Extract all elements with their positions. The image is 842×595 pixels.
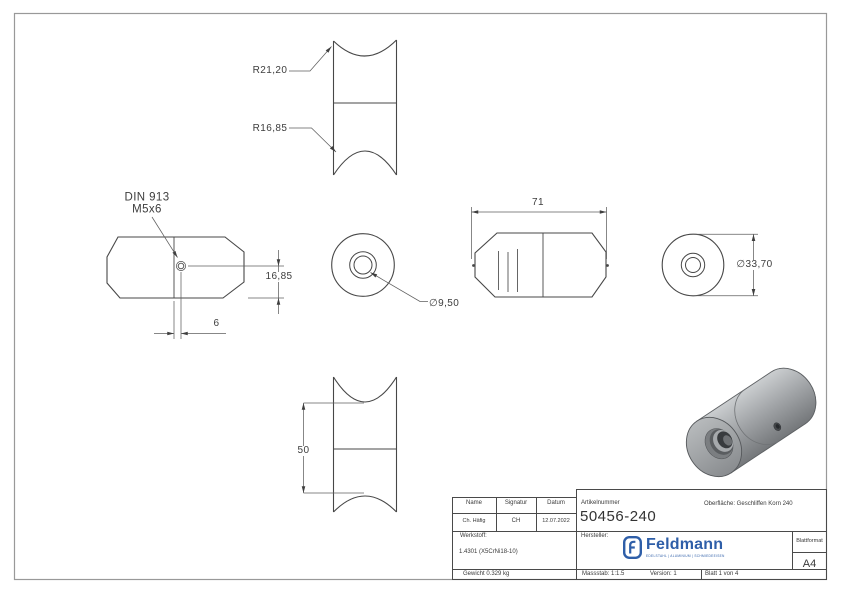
tb-werkstoff-value: 1.4301 (X5CrNi18-10) [459, 549, 518, 555]
title-block: Name Signatur Datum Ch. Häfig CH 12.07.2… [452, 489, 828, 581]
view-top-profile [332, 39, 398, 176]
view-side-left [106, 236, 245, 299]
dim-label-r21: R21,20 [252, 64, 288, 76]
tb-line [452, 531, 827, 532]
tb-blattformat-label: Blattformat [796, 538, 823, 544]
tb-artikelnummer-value: 50456-240 [580, 508, 657, 525]
tb-line [701, 569, 702, 579]
feldmann-logo-textblock: Feldmann EDELSTAHL | ALUMINIUM | SCHMIED… [646, 536, 725, 558]
tb-werkstoff-label: Werkstoff: [460, 533, 487, 539]
tb-line [792, 552, 827, 553]
feldmann-logo-tagline: EDELSTAHL | ALUMINIUM | SCHMIEDEEISEN [646, 554, 725, 558]
din-callout: DIN 913 M5x6 [125, 191, 170, 216]
tb-blatt: Blatt 1 von 4 [705, 571, 739, 577]
feldmann-logo-icon [623, 536, 642, 559]
tb-datum-label: Datum [547, 500, 565, 506]
tb-version: Version: 1 [650, 571, 677, 577]
feldmann-logo: Feldmann EDELSTAHL | ALUMINIUM | SCHMIED… [623, 536, 725, 559]
feldmann-logo-text: Feldmann [646, 536, 724, 553]
dim-label-16-85: 16,85 [263, 271, 295, 282]
tb-name-value: Ch. Häfig [462, 518, 486, 524]
tb-line [536, 497, 537, 531]
view-front-circles [331, 233, 395, 297]
view-side-right [472, 232, 609, 298]
tb-line [452, 579, 827, 580]
tb-signatur-value: CH [511, 518, 521, 524]
tb-line [452, 569, 827, 570]
dim-label-6: 6 [213, 318, 220, 329]
tb-line [496, 497, 497, 531]
tb-signatur-label: Signatur [504, 500, 528, 506]
part-3d-render [685, 367, 817, 478]
tb-line [452, 513, 577, 514]
tb-line [576, 489, 577, 580]
view-bottom-profile [332, 376, 398, 513]
din-line1: DIN 913 [124, 191, 170, 203]
view-end-circles [661, 233, 725, 297]
tb-name-label: Name [465, 500, 482, 506]
drawing-frame [13, 12, 828, 581]
dim-label-33-70: ∅33,70 [734, 259, 775, 270]
dim-71 [471, 207, 607, 259]
dim-label-50: 50 [295, 444, 312, 456]
tb-datum-value: 12.07.2022 [542, 518, 570, 524]
leader-bore-diameter [370, 272, 428, 302]
dim-label-71: 71 [532, 197, 544, 208]
radius-leaders [289, 46, 337, 153]
din-line2: M5x6 [132, 203, 162, 216]
tb-artikelnummer-label: Artikelnummer [581, 500, 620, 506]
tb-line [452, 497, 453, 580]
tb-massstab: Massstab: 1:1.5 [582, 571, 625, 577]
tb-line [826, 489, 827, 580]
dim-16-85-and-6 [151, 216, 284, 339]
tb-line [576, 489, 827, 490]
tb-oberflaeche: Oberfläche: Geschliffen Korn 240 [704, 501, 793, 507]
tb-gewicht: Gewicht 0.329 kg [463, 571, 510, 577]
tb-line [792, 531, 793, 569]
tb-blattformat-value: A4 [802, 558, 817, 570]
dim-label-r16: R16,85 [252, 122, 288, 134]
tb-hersteller-label: Hersteller: [581, 533, 609, 539]
dim-label-bore: ∅9,50 [429, 297, 460, 309]
tb-line [452, 497, 577, 498]
